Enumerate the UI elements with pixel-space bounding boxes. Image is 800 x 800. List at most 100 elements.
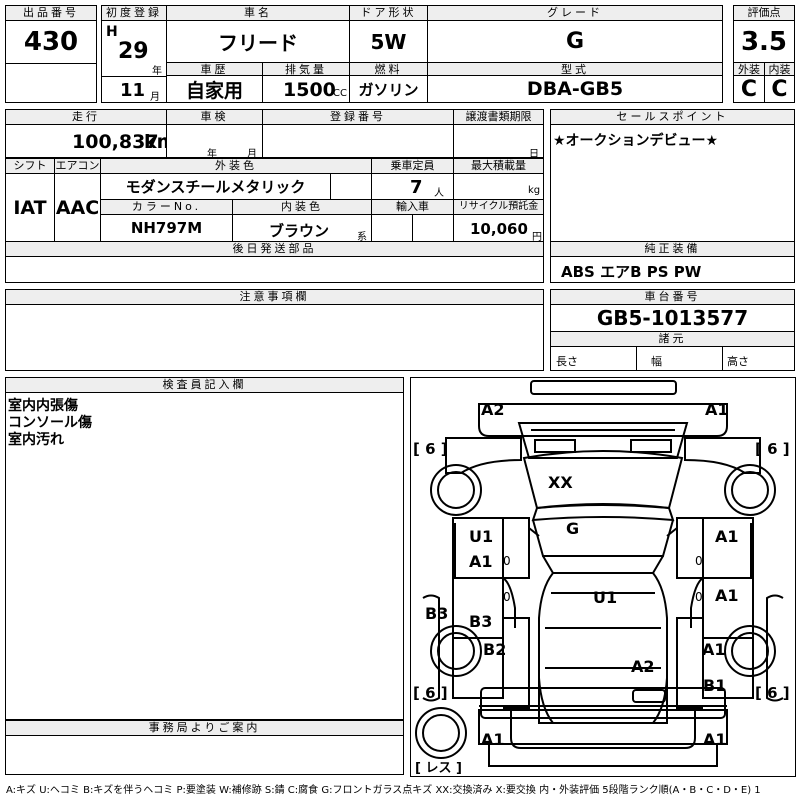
fuel-value: ガソリン [349, 75, 428, 103]
displacement-value: 1500 [283, 79, 336, 101]
mark-right-b1: B1 [703, 676, 727, 695]
sales-point-header: セールスポイント [550, 109, 795, 125]
capacity-value: 7 [410, 177, 423, 198]
import-box-b [412, 214, 454, 242]
spec-height-label: 高さ [727, 355, 749, 368]
lot-number-value: 430 [5, 20, 97, 64]
displacement-header: 排気量 [262, 62, 350, 76]
zero-mark-left-rear: 0 [503, 590, 511, 604]
first-reg-year-box: H 29 年 [101, 20, 167, 77]
mileage-value: 100,837 [72, 131, 159, 153]
mark-lf-door-a: U1 [469, 527, 494, 546]
int-score-value: C [764, 75, 795, 103]
ext-score-value: C [733, 75, 765, 103]
lot-number-header: 出品番号 [5, 5, 97, 21]
int-color-header: 内装色 [232, 199, 372, 215]
inspector-header: 検査員記入欄 [5, 377, 404, 393]
int-color-unit: 系 [357, 232, 367, 243]
spec-length-label: 長さ [556, 355, 578, 368]
color-no-header: カラーNo. [100, 199, 233, 215]
door-header: ドア形状 [349, 5, 428, 21]
month-unit: 月 [150, 92, 160, 103]
sales-point-box: ★オークションデビュー★ [550, 124, 795, 256]
tire-rear-left: [ 6 ] [413, 684, 448, 702]
sales-point-text: ★オークションデビュー★ [553, 133, 719, 149]
ext-color-value: モダンスチールメタリック [100, 173, 331, 200]
recycle-header: リサイクル預託金 [453, 199, 544, 215]
later-parts-header: 後日発送部品 [5, 241, 544, 257]
color-no-value: NH797M [100, 214, 233, 242]
reg-year: 29 [118, 39, 149, 64]
car-outline [415, 380, 784, 767]
later-parts-box [5, 256, 544, 283]
inspection-month-unit: 月 [247, 149, 257, 160]
fuel-header: 燃料 [349, 62, 428, 76]
max-load-unit: kg [528, 185, 541, 196]
reg-month: 11 [120, 80, 146, 101]
mark-rr-door: A1 [715, 586, 739, 605]
inspection-box: 年 月 [166, 124, 263, 160]
score-value: 3.5 [733, 20, 795, 63]
max-load-header: 最大積載量 [453, 158, 544, 174]
zero-mark-left: 0 [503, 554, 511, 568]
spec-height-box: 高さ [722, 346, 795, 371]
legend: A:キズ U:ヘコミ B:キズを伴うヘコミ P:要塗装 W:補修跡 S:錆 C:… [6, 785, 761, 796]
mark-right-a1: A1 [702, 640, 726, 659]
spec-width-label: 幅 [651, 355, 662, 368]
specs-header: 諸元 [550, 331, 795, 347]
chassis-header: 車台番号 [550, 289, 795, 305]
transfer-header: 譲渡書類期限 [453, 109, 544, 125]
inspector-line-2: コンソール傷 [8, 415, 92, 431]
mark-left-b2: B2 [483, 640, 507, 659]
grade-value: G [427, 20, 723, 63]
year-unit: 年 [152, 66, 162, 77]
capacity-unit: 人 [434, 188, 444, 199]
office-header: 事務局よりご案内 [5, 720, 404, 736]
zero-mark-right: 0 [695, 554, 703, 568]
mark-lf-door-b: A1 [469, 552, 493, 571]
mark-roof: XX [548, 473, 573, 492]
model-header: 型式 [427, 62, 723, 76]
grade-header: グレード [427, 5, 723, 21]
tire-front-right: [ 6 ] [755, 440, 790, 458]
int-color-value: ブラウン [269, 222, 330, 240]
chassis-value: GB5-1013577 [550, 304, 795, 332]
tire-rear-right: [ 6 ] [755, 684, 790, 702]
equipment-box: ABS エアB PS PW [550, 256, 795, 283]
shift-header: シフト [5, 158, 55, 174]
mark-rear-a2: A2 [631, 657, 655, 676]
mark-rear-left: A1 [481, 730, 505, 749]
inspector-line-1: 室内内張傷 [8, 398, 78, 414]
car-name-header: 車名 [166, 5, 350, 21]
aircon-value: AAC [54, 173, 101, 242]
int-color-box: ブラウン 系 [232, 214, 372, 243]
equipment-value: ABS エアB PS PW [561, 263, 702, 281]
mark-front-left: A2 [481, 400, 505, 419]
era: H [106, 24, 118, 40]
ext-color-header: 外装色 [100, 158, 372, 174]
model-value: DBA-GB5 [427, 75, 723, 103]
office-box [5, 735, 404, 775]
displacement-unit: CC [333, 88, 347, 99]
spare-tire-label: [ レス ] [415, 761, 462, 776]
lot-number-blank [5, 63, 97, 103]
recycle-box: 10,060 円 [453, 214, 544, 243]
history-header: 車歴 [166, 62, 263, 76]
spec-width-box: 幅 [636, 346, 723, 371]
zero-mark-right-rear: 0 [695, 590, 703, 604]
aircon-header: エアコン [54, 158, 101, 174]
shift-value: IAT [5, 173, 55, 242]
recycle-value: 10,060 [470, 220, 528, 238]
transfer-box: 日 [453, 124, 544, 160]
door-value: 5W [349, 20, 428, 63]
recycle-unit: 円 [532, 232, 542, 243]
inspection-year-unit: 年 [207, 149, 217, 160]
reg-number-header: 登録番号 [262, 109, 454, 125]
damage-diagram: A2 A1 XX G U1 A1 0 A1 0 U1 A1 0 0 B3 B3 … [410, 377, 796, 777]
inspector-line-3: 室内汚れ [8, 432, 64, 448]
mark-rear-right: A1 [703, 730, 727, 749]
capacity-box: 7 人 [371, 173, 454, 200]
ext-score-header: 外装 [733, 62, 765, 76]
inspector-box: 室内内張傷 コンソール傷 室内汚れ [5, 392, 404, 720]
